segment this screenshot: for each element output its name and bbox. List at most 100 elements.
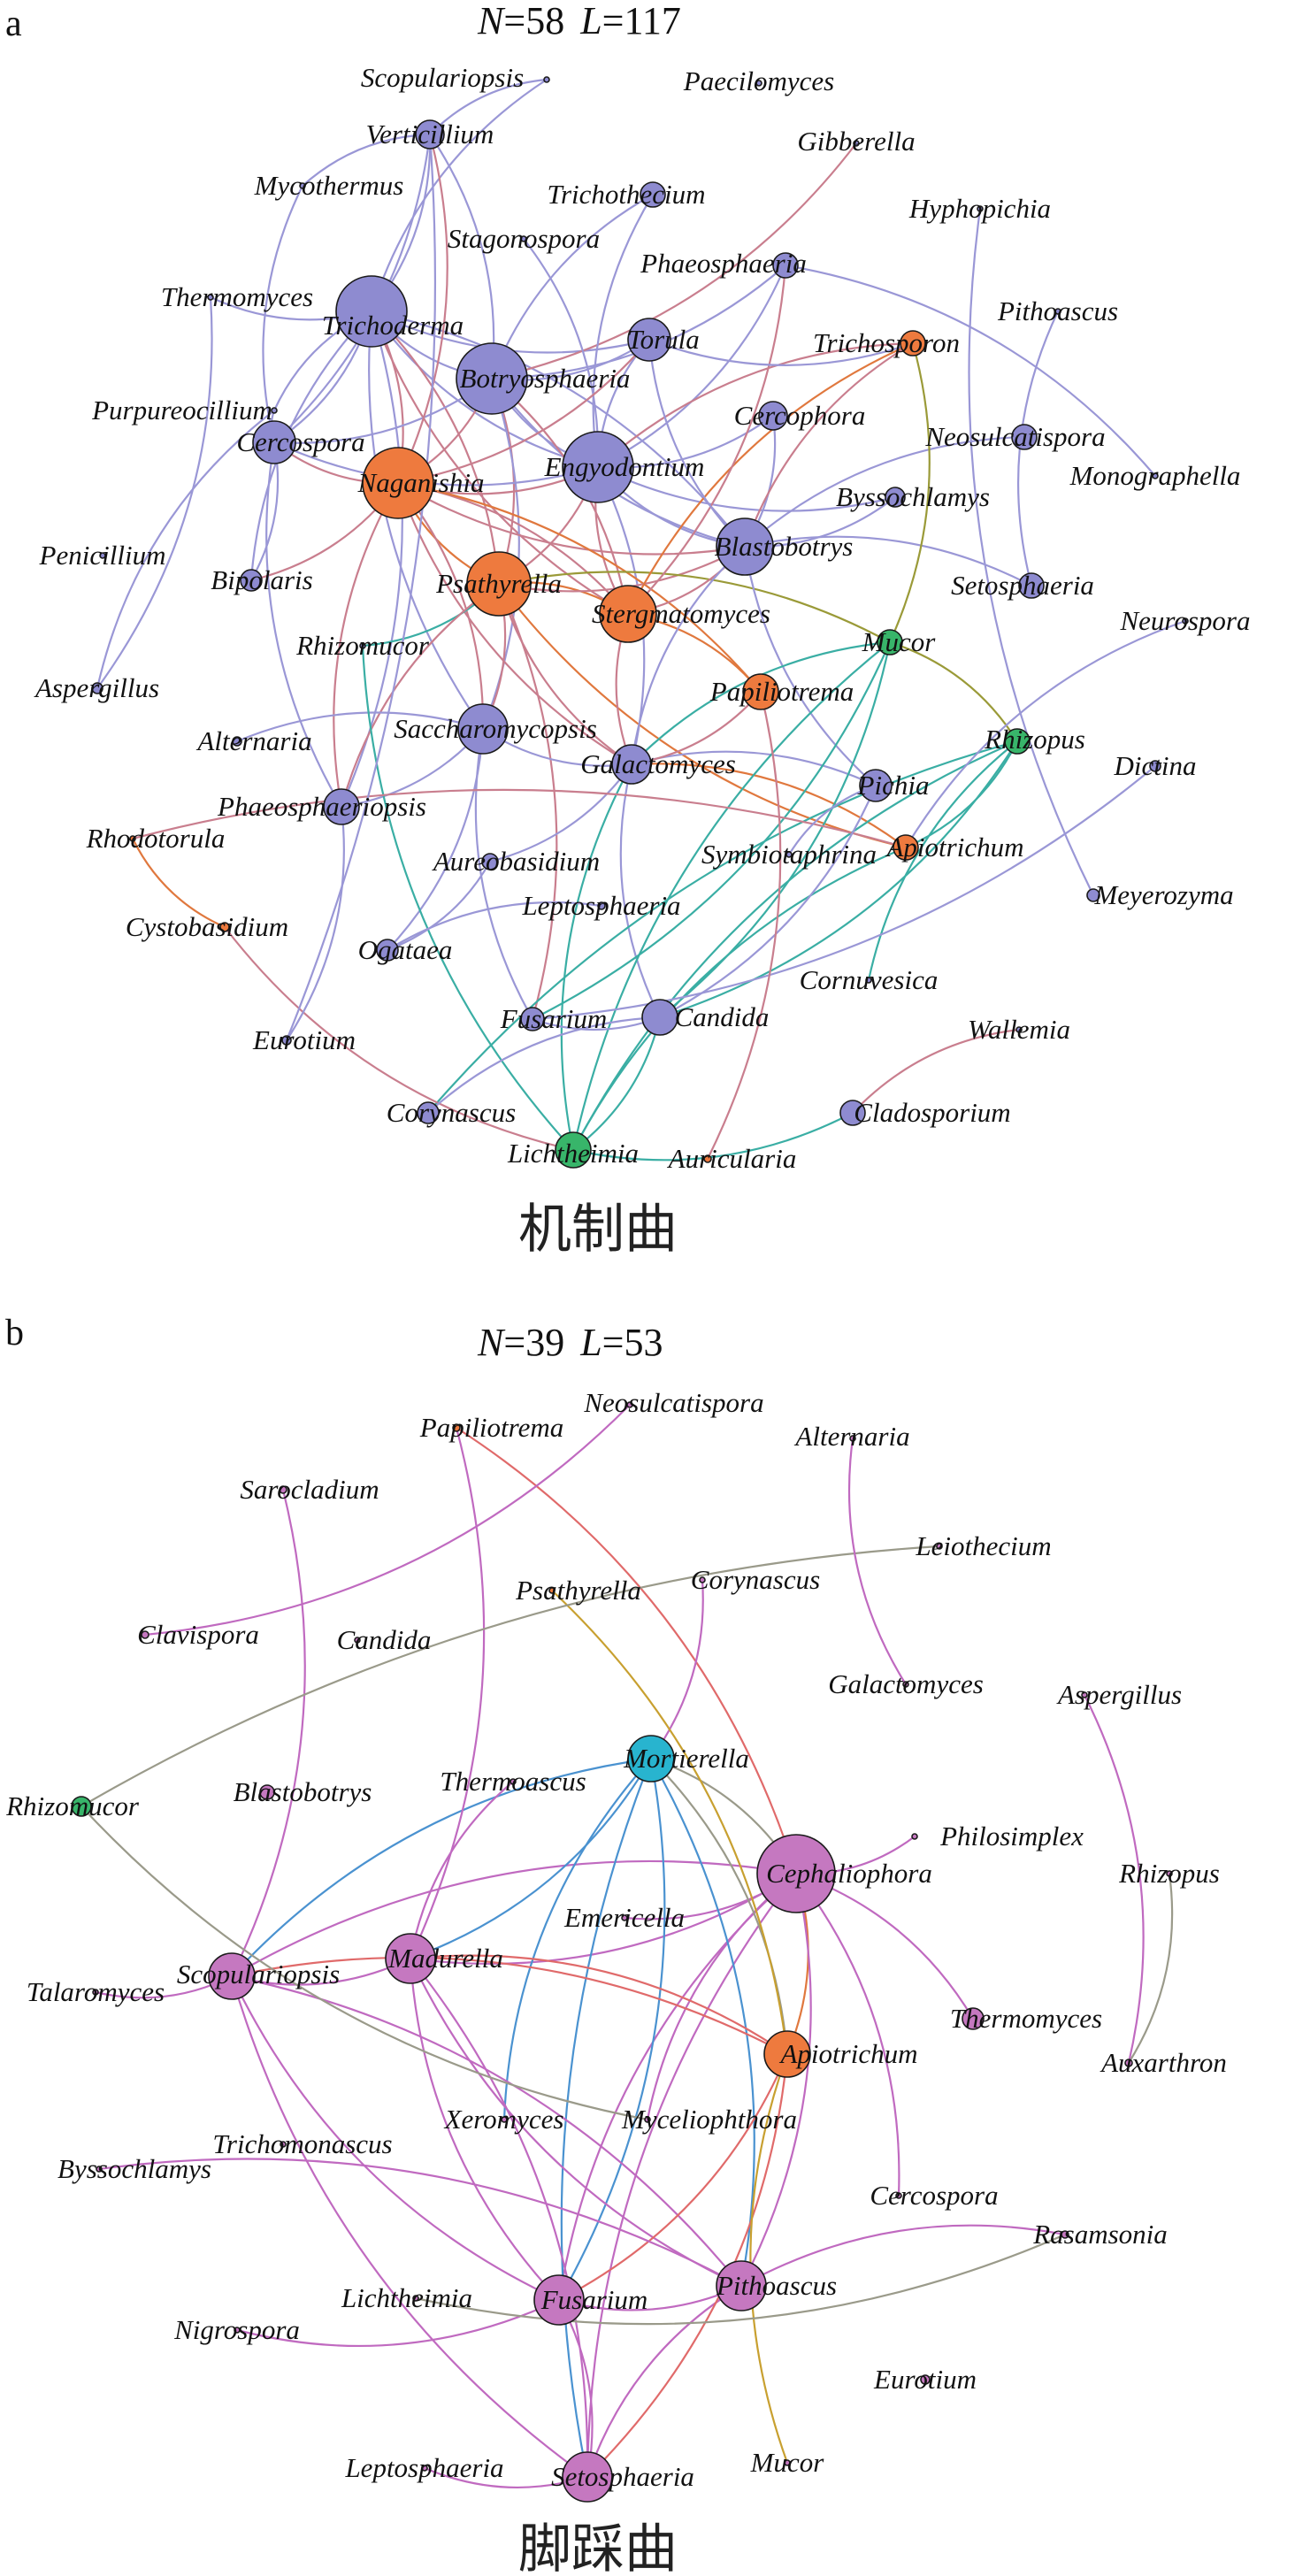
edge-phaeosphaeria-monographella: [785, 264, 1156, 477]
node-psathyrella: [548, 1587, 556, 1594]
node-leptosphaeria: [421, 2465, 428, 2472]
node-label-aureobasidium: Aureobasidium: [432, 846, 600, 877]
node-label-myceliophthora: Myceliophthora: [621, 2104, 797, 2135]
node-mortierella: [627, 1735, 675, 1782]
node-mucor: [784, 2459, 791, 2466]
node-label-trichomonascus: Trichomonascus: [212, 2128, 392, 2159]
node-label-aspergillus: Aspergillus: [34, 672, 159, 703]
edge-mortierella-xeromyces: [502, 1758, 652, 2120]
node-label-nigrospora: Nigrospora: [173, 2314, 300, 2345]
node-alternaria: [849, 1435, 856, 1442]
edge-madurella-apiotrichum: [410, 1954, 788, 2055]
node-cornuvesica: [865, 977, 872, 984]
node-label-lichtheimia: Lichtheimia: [507, 1138, 639, 1169]
node-label-eurotium: Eurotium: [873, 2364, 977, 2395]
edge-verticillium-eurotium: [285, 134, 437, 1041]
node-label-setosphaeria: Setosphaeria: [551, 2461, 694, 2492]
node-cladosporium: [839, 1100, 866, 1126]
node-pichia: [859, 769, 893, 802]
edge-engyodontium-phaeosphaeria: [597, 264, 787, 468]
edge-psathyrella-mucor: [498, 571, 891, 643]
edge-rhizopus-lichtheimia: [572, 740, 1018, 1151]
edge-rhodotorula-cystobasidium: [132, 838, 226, 929]
edge-mortierella-setosphaeria: [560, 1758, 653, 2478]
node-scopulariopsis: [543, 76, 550, 83]
node-label-cercospora: Cercospora: [870, 2180, 998, 2211]
edge-rhizopus-auxarthron: [1128, 1873, 1174, 2064]
edge-cephaliophora-setosphaeria: [586, 1873, 797, 2478]
edge-mucor-candida: [659, 641, 892, 1018]
node-label-pithoascus: Pithoascus: [716, 2270, 837, 2301]
edge-galactomyces-candida: [619, 763, 661, 1018]
panel-a-caption: 机制曲: [518, 1199, 678, 1261]
edge-scopulariopsis-setosphaeria: [230, 1975, 588, 2478]
node-label-cystobasidium: Cystobasidium: [126, 911, 288, 942]
node-auricularia: [703, 1154, 712, 1163]
node-saccharomycopsis: [457, 703, 509, 755]
node-naganishia: [362, 447, 434, 519]
node-nigrospora: [234, 2327, 241, 2334]
edge-trichoderma-saccharomycopsis: [368, 310, 484, 730]
edge-psathyrella-fusarium: [497, 583, 558, 1020]
edge-rhodotorula-apiotrichum: [132, 788, 907, 849]
node-pithoascus: [1054, 308, 1061, 315]
node-label-corynascus: Corynascus: [387, 1097, 516, 1128]
edge-lichtheimia-galactomyces: [560, 763, 632, 1151]
node-label-neosulcatispora: Neosulcatispora: [583, 1387, 763, 1418]
node-blastobotrys: [716, 518, 774, 576]
node-wallemia: [1015, 1026, 1023, 1033]
node-label-thermoascus: Thermoascus: [440, 1766, 586, 1797]
panel-b-nodes: [71, 1401, 1173, 2503]
node-label-dictina: Dictina: [1114, 750, 1197, 781]
node-label-fusarium: Fusarium: [540, 2284, 648, 2315]
node-label-stergmatomyces: Stergmatomyces: [592, 598, 770, 629]
node-rhizomucor: [359, 642, 366, 649]
node-label-mucor: Mucor: [862, 626, 937, 657]
node-mucor: [877, 629, 903, 656]
edge-psathyrella-apiotrichum: [498, 583, 907, 849]
edge-lichtheimia-apiotrichum: [572, 846, 907, 1151]
node-label-corynascus: Corynascus: [691, 1564, 820, 1595]
edge-mortierella-fusarium: [558, 1758, 666, 2301]
edge-alternaria-galactomyces: [847, 1438, 907, 1685]
node-label-rhizomucor: Rhizomucor: [5, 1790, 140, 1821]
node-label-blastobotrys: Blastobotrys: [715, 531, 854, 562]
edge-mucor-lichtheimia: [571, 641, 891, 1151]
node-label-apiotrichum: Apiotrichum: [885, 832, 1024, 862]
edge-blastobotrys-galactomyces: [630, 546, 746, 765]
node-stergmatomyces: [599, 585, 657, 643]
node-aureobasidium: [481, 853, 499, 870]
panel-b-caption: 脚踩曲: [518, 2518, 678, 2576]
node-myceliophthora: [644, 2116, 651, 2123]
edge-purpureocillium-aspergillus: [96, 410, 275, 689]
edge-psathyrella-apiotrichum: [551, 1590, 789, 2055]
panel-a-letter: a: [5, 4, 22, 44]
edge-blastobotrys-setosphaeria: [744, 535, 1032, 586]
edge-cercospora-mycothermus: [262, 185, 303, 443]
node-botryosphaeria: [456, 342, 528, 415]
node-label-neurospora: Neurospora: [1120, 605, 1251, 636]
node-label-monographella: Monographella: [1069, 460, 1241, 491]
edge-rhizomucor-myceliophthora: [80, 1806, 648, 2121]
edge-botryosphaeria-verticillium: [429, 134, 495, 380]
node-label-stagonospora: Stagonospora: [448, 223, 600, 254]
node-scopulariopsis: [208, 1952, 256, 2000]
edge-saccharomycopsis-fusarium: [474, 728, 533, 1020]
node-trichomonascus: [280, 2141, 287, 2148]
node-fusarium: [520, 1007, 545, 1031]
node-torula: [627, 318, 671, 362]
edge-naganishia-papiliotrema: [397, 481, 762, 693]
node-cercophora: [758, 401, 788, 431]
edge-mortierella-pithoascus: [650, 1758, 755, 2287]
node-label-paecilomyces: Paecilomyces: [683, 65, 834, 96]
node-eurotium: [920, 2374, 931, 2385]
node-clavispora: [141, 1630, 149, 1639]
node-symbiotaphrina: [785, 851, 793, 858]
edge-rhizopus-candida: [659, 740, 1018, 1019]
edge-stergmatomyces-trichosporon: [627, 341, 914, 615]
node-label-fusarium: Fusarium: [500, 1003, 608, 1034]
edge-madurella-thermoascus: [409, 1781, 514, 1959]
